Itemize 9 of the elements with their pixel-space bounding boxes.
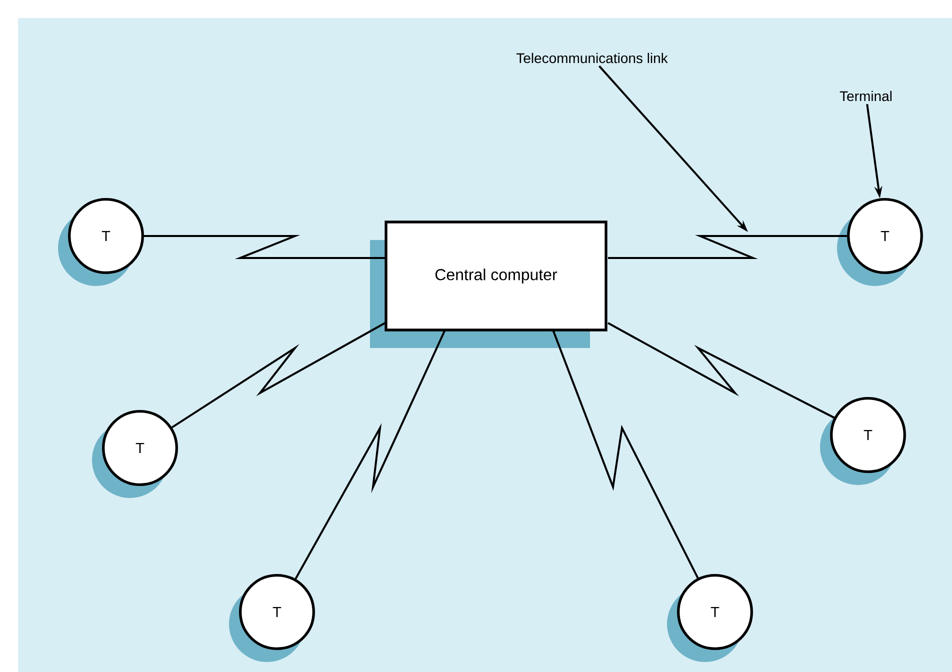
- link-line: [552, 330, 699, 579]
- link-line: [608, 235, 848, 259]
- callout-label: Telecommunications link: [516, 52, 668, 64]
- link-line: [144, 235, 385, 259]
- computer-box: Central computer: [370, 220, 608, 348]
- link-line: [294, 330, 446, 580]
- callout-label: Terminal: [840, 90, 892, 102]
- link-line: [608, 322, 835, 419]
- link-line: [171, 322, 386, 428]
